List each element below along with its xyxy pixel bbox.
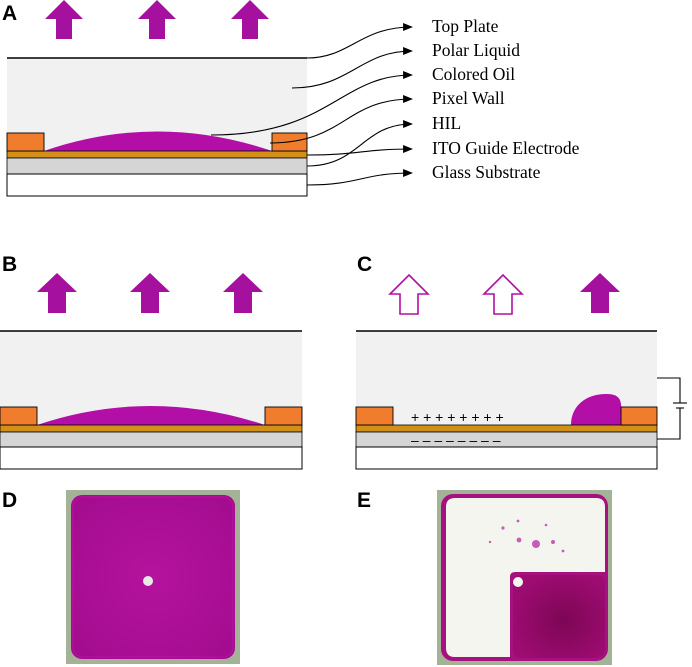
panel-d: D	[2, 489, 240, 664]
ito-electrode-layer	[0, 424, 303, 433]
cell-stack-c	[355, 330, 658, 470]
panel-label-d: D	[2, 489, 17, 512]
label-pixel-wall: Pixel Wall	[432, 88, 505, 108]
label-glass-substrate: Glass Substrate	[432, 162, 541, 182]
upward-arrows-a	[45, 0, 269, 39]
callout-labels: Top Plate Polar Liquid Colored Oil Pixel…	[432, 16, 580, 182]
panel-e: E	[357, 489, 612, 665]
ito-electrode-layer	[6, 150, 308, 159]
pixel-wall-left	[355, 406, 394, 426]
upward-arrows-b	[37, 273, 263, 313]
colored-oil-film	[37, 406, 265, 425]
contracted-oil-droplet	[571, 394, 622, 425]
arrow-up-outline-icon	[482, 273, 524, 315]
hil-layer	[355, 431, 658, 448]
positive-charges: + + + + + + + +	[411, 409, 504, 425]
cleared-region	[446, 498, 605, 657]
glass-substrate-layer	[355, 446, 658, 470]
ito-electrode-layer	[355, 424, 658, 433]
glass-substrate-layer	[0, 446, 303, 470]
label-colored-oil: Colored Oil	[432, 64, 515, 84]
label-top-plate: Top Plate	[432, 16, 499, 36]
arrow-up-icon	[45, 0, 83, 39]
spacer-dot	[143, 576, 153, 586]
negative-charges: – – – – – – – –	[411, 432, 501, 448]
panel-label-b: B	[2, 253, 17, 276]
panel-label-e: E	[357, 489, 371, 512]
glass-substrate-layer	[6, 173, 308, 197]
pixel-photo-on	[437, 490, 612, 665]
arrow-up-icon	[231, 0, 269, 39]
panel-label-a: A	[2, 2, 17, 25]
cell-stack-a	[6, 57, 308, 197]
panel-a: A Top Plate Polar Liqui	[2, 0, 580, 197]
pixel-wall-left	[6, 132, 45, 152]
colored-oil-film	[44, 131, 272, 151]
arrow-up-icon	[138, 0, 176, 39]
spacer-dot	[513, 577, 523, 587]
oil-droplet-region	[513, 575, 605, 658]
arrow-up-icon	[223, 273, 263, 313]
hil-layer	[6, 157, 308, 175]
cell-stack-b	[0, 330, 303, 470]
hil-layer	[0, 431, 303, 448]
pixel-wall-right	[620, 406, 658, 426]
panel-b: B	[0, 253, 303, 470]
pixel-photo-off	[66, 490, 240, 664]
panel-label-c: C	[357, 253, 372, 276]
panel-c: C + + + + + + + + – – – – – – – –	[355, 253, 687, 470]
label-polar-liquid: Polar Liquid	[432, 40, 520, 60]
callout-leaders	[210, 23, 413, 186]
arrow-up-icon	[580, 273, 620, 313]
arrow-up-outline-icon	[388, 273, 430, 315]
pixel-wall-left	[0, 406, 38, 426]
label-hil: HIL	[432, 113, 461, 133]
label-ito-guide-electrode: ITO Guide Electrode	[432, 138, 580, 158]
upward-arrows-c	[388, 273, 620, 315]
arrow-up-icon	[37, 273, 77, 313]
pixel-wall-right	[264, 406, 303, 426]
voltage-source	[657, 377, 687, 440]
residual-oil-dots	[488, 519, 565, 553]
arrow-up-icon	[130, 273, 170, 313]
